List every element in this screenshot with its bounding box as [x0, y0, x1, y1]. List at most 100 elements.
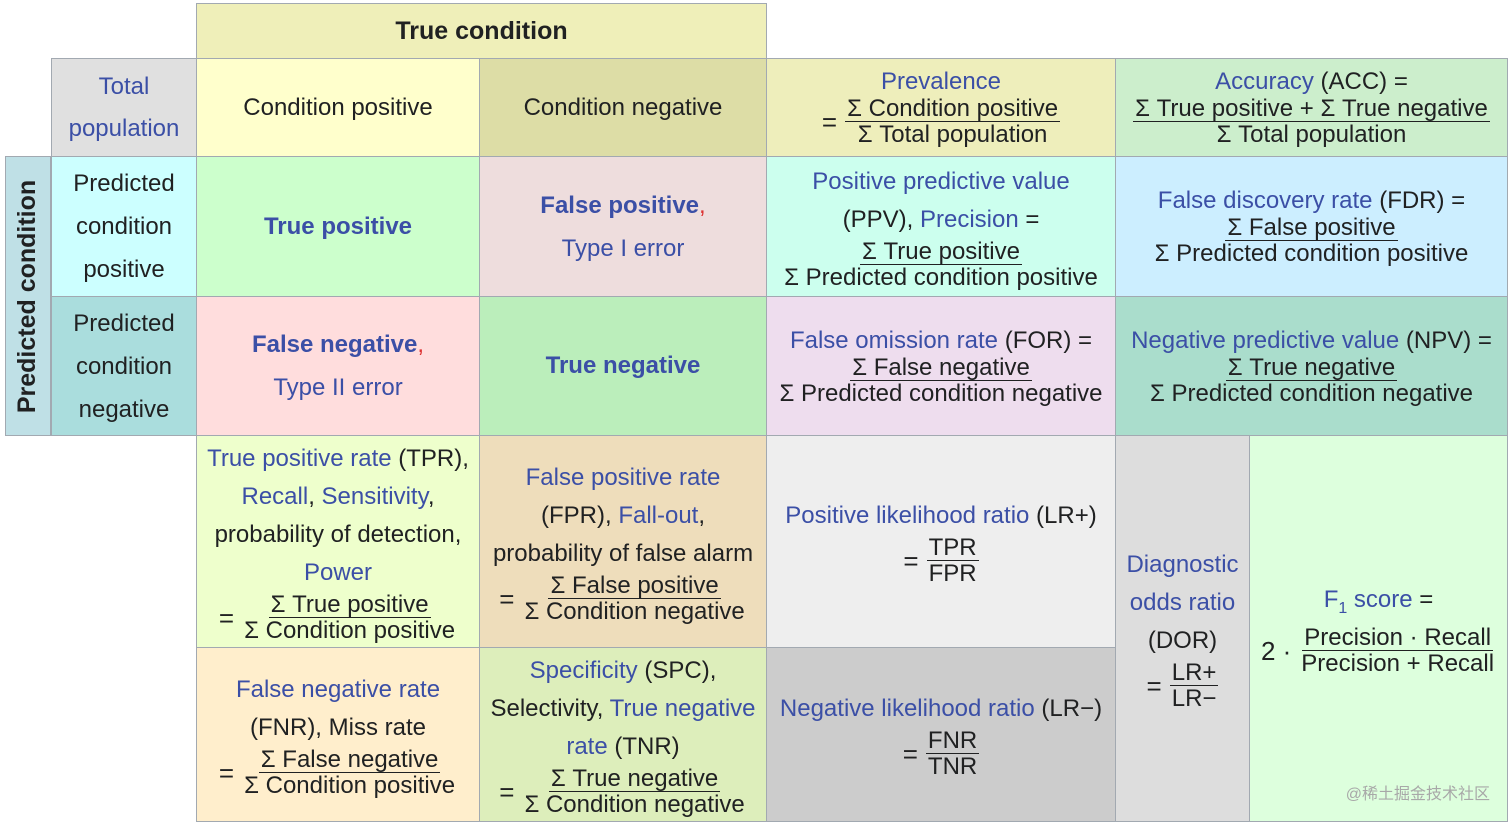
fnr-fraction: Σ False negative Σ Condition positive	[242, 747, 457, 798]
prevalence-fraction: Σ Condition positive Σ Total population	[845, 95, 1061, 147]
lr-negative-fraction: FNR TNR	[925, 728, 980, 780]
power-link[interactable]: Power	[303, 559, 373, 586]
dor-fraction: LR+ LR−	[1169, 660, 1219, 712]
f1-numerator: Precision · Recall	[1302, 624, 1494, 651]
fpr-abbr: (FPR),	[540, 502, 619, 529]
accuracy-link[interactable]: Accuracy	[1215, 68, 1314, 95]
watermark: @稀土掘金技术社区	[1345, 786, 1490, 803]
fpr-link[interactable]: False positive rate	[525, 464, 721, 491]
ppv-link[interactable]: Positive predictive value	[812, 168, 1070, 195]
true-positive-cell: True positive	[196, 156, 480, 297]
f1-link[interactable]: F1 score	[1323, 586, 1413, 616]
recall-link[interactable]: Recall	[241, 483, 309, 510]
tpr-numerator: Σ True positive	[268, 591, 431, 618]
predicted-condition-header: Predicted condition	[5, 156, 51, 436]
fpr-fraction: Σ False positive Σ Condition negative	[522, 573, 746, 624]
lr-positive-cell: Positive likelihood ratio (LR+) = TPR FP…	[766, 435, 1116, 648]
specificity-cell: Specificity (SPC), Selectivity, True neg…	[479, 647, 767, 822]
specificity-denominator: Σ Condition negative	[524, 791, 745, 818]
f1-two: 2 ·	[1260, 635, 1292, 666]
prevalence-cell: Prevalence = Σ Condition positive Σ Tota…	[766, 58, 1116, 157]
false-negative-comma: ,	[417, 331, 425, 358]
lr-negative-abbr: (LR−)	[1034, 695, 1103, 722]
false-negative-cell: False negative, Type II error	[196, 296, 480, 436]
fnr-abbr: (FNR), Miss rate	[250, 714, 426, 741]
dor-abbr: (DOR)	[1147, 627, 1218, 654]
true-negative-cell: True negative	[479, 296, 767, 436]
fdr-cell: False discovery rate (FDR) = Σ False pos…	[1115, 156, 1508, 297]
fallout-link[interactable]: Fall-out	[618, 502, 699, 529]
tnr-link-part2[interactable]: rate	[566, 733, 608, 760]
predicted-negative-line1: Predicted	[73, 309, 175, 337]
false-positive-cell: False positive, Type I error	[479, 156, 767, 297]
npv-denominator: Σ Predicted condition negative	[1149, 379, 1474, 407]
lr-negative-link[interactable]: Negative likelihood ratio	[779, 695, 1035, 722]
f1-equals: =	[1412, 586, 1434, 613]
false-positive-link[interactable]: False positive	[540, 191, 700, 219]
lr-negative-equals: =	[902, 738, 918, 769]
prevalence-link[interactable]: Prevalence	[880, 68, 1002, 95]
sensitivity-link[interactable]: Sensitivity	[321, 483, 428, 510]
for-denominator: Σ Predicted condition negative	[779, 379, 1103, 407]
npv-link[interactable]: Negative predictive value	[1131, 326, 1400, 354]
fnr-denominator: Σ Condition positive	[244, 772, 456, 799]
lr-positive-abbr: (LR+)	[1029, 502, 1097, 529]
fdr-link[interactable]: False discovery rate	[1157, 187, 1373, 214]
precision-link[interactable]: Precision	[919, 206, 1019, 233]
false-negative-link[interactable]: False negative	[251, 331, 418, 358]
specificity-equals: =	[499, 776, 515, 807]
dor-cell: Diagnostic odds ratio (DOR) = LR+ LR−	[1115, 435, 1250, 822]
accuracy-numerator: Σ True positive + Σ True negative	[1133, 95, 1490, 122]
dor-denominator: LR−	[1171, 685, 1217, 712]
type-one-error-link[interactable]: Type I error	[561, 234, 685, 262]
true-positive-link[interactable]: True positive	[263, 212, 413, 240]
accuracy-fraction: Σ True positive + Σ True negative Σ Tota…	[1133, 96, 1490, 147]
predicted-positive-cell: Predicted condition positive	[51, 156, 197, 297]
specificity-abbr: (SPC),	[637, 657, 717, 684]
dor-link-line1[interactable]: Diagnostic	[1126, 551, 1239, 578]
tpr-abbr: (TPR),	[391, 445, 469, 472]
lr-negative-denominator: TNR	[927, 753, 978, 780]
lr-positive-fraction: TPR FPR	[926, 535, 979, 587]
ppv-numerator: Σ True positive	[859, 238, 1022, 265]
lr-positive-link[interactable]: Positive likelihood ratio	[785, 502, 1030, 529]
dor-equals: =	[1146, 670, 1162, 701]
predicted-negative-line2: condition	[75, 352, 173, 380]
for-link[interactable]: False omission rate	[789, 326, 999, 354]
ppv-abbr: (PPV),	[842, 206, 920, 233]
ppv-equals: =	[1018, 206, 1040, 233]
predicted-negative-cell: Predicted condition negative	[51, 296, 197, 436]
tpr-link[interactable]: True positive rate	[207, 445, 392, 472]
predicted-positive-line1: Predicted	[73, 170, 175, 197]
specificity-fraction: Σ True negative Σ Condition negative	[522, 766, 746, 817]
f1-f: F	[1323, 586, 1339, 613]
for-numerator: Σ False negative	[850, 353, 1032, 381]
prevalence-numerator: Σ Condition positive	[845, 95, 1061, 122]
f1-fraction: Precision · Recall Precision + Recall	[1299, 625, 1496, 676]
total-population-line1[interactable]: Total	[98, 72, 150, 100]
predicted-positive-line2: condition	[75, 213, 173, 240]
true-negative-link[interactable]: True negative	[545, 352, 701, 379]
type-two-error-link[interactable]: Type II error	[273, 374, 403, 401]
specificity-link[interactable]: Specificity	[529, 657, 638, 684]
total-population-cell: Total population	[51, 58, 197, 157]
npv-abbr: (NPV) =	[1399, 326, 1492, 354]
fnr-link[interactable]: False negative rate	[235, 676, 441, 703]
tpr-cell: True positive rate (TPR), Recall, Sensit…	[196, 435, 480, 648]
dor-link-line2[interactable]: odds ratio	[1129, 589, 1236, 616]
tnr-link-part1[interactable]: True negative	[609, 695, 756, 722]
total-population-line2[interactable]: population	[68, 114, 180, 142]
f1-subscript: 1	[1338, 599, 1348, 617]
condition-negative-cell: Condition negative	[479, 58, 767, 157]
lr-positive-denominator: FPR	[928, 560, 977, 587]
true-condition-label: True condition	[395, 17, 568, 45]
ppv-denominator: Σ Predicted condition positive	[784, 264, 1098, 291]
fpr-equals: =	[499, 583, 515, 614]
npv-fraction: Σ True negative Σ Predicted condition ne…	[1148, 355, 1475, 406]
npv-numerator: Σ True negative	[1225, 353, 1398, 381]
fpr-comma: ,	[698, 502, 706, 529]
true-condition-header: True condition	[196, 3, 767, 59]
f1-denominator: Precision + Recall	[1301, 650, 1495, 677]
fnr-cell: False negative rate (FNR), Miss rate = Σ…	[196, 647, 480, 822]
accuracy-cell: Accuracy (ACC) = Σ True positive + Σ Tru…	[1115, 58, 1508, 157]
